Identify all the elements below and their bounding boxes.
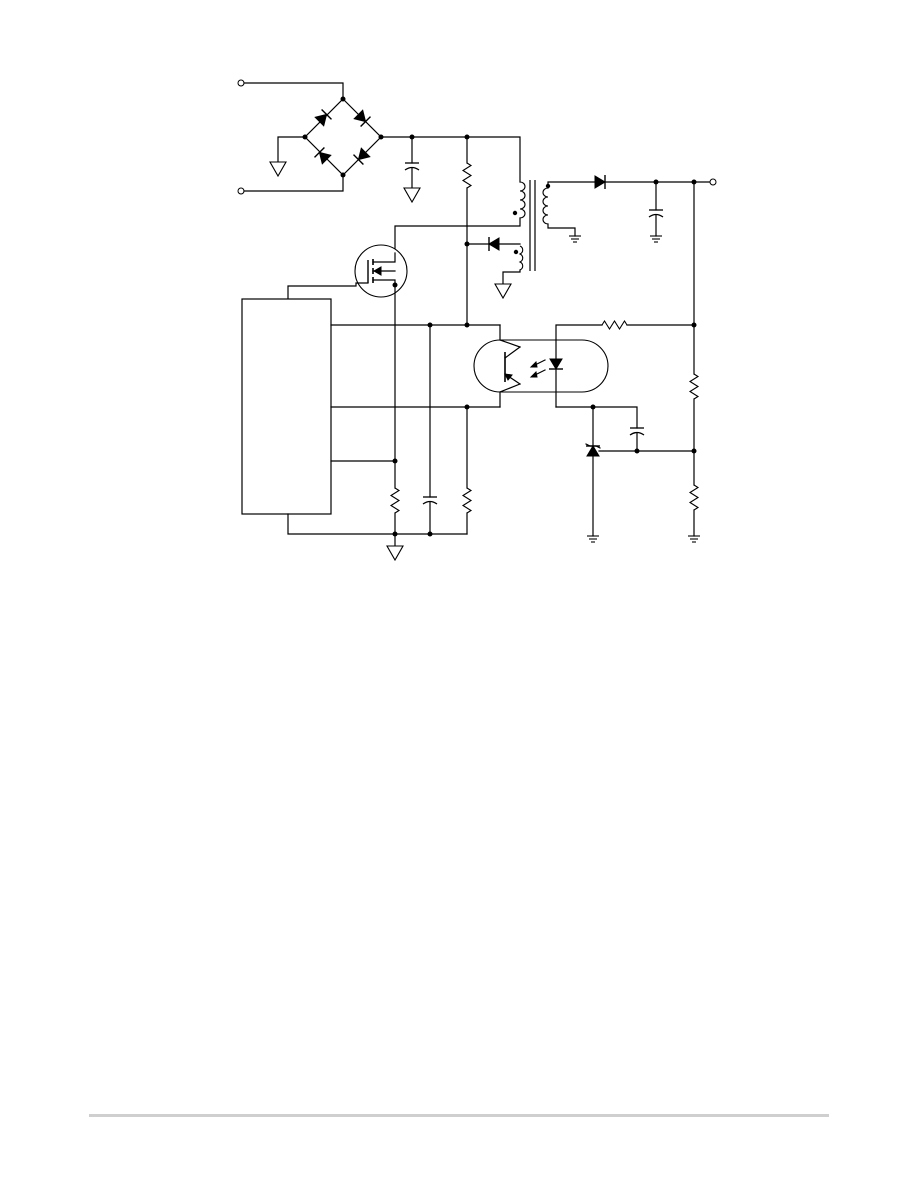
ac-input-terminal-bottom	[237, 187, 245, 195]
voltage-divider-bottom-resistor	[689, 484, 699, 511]
shunt-regulator-section	[555, 404, 695, 543]
voltage-divider-top-resistor	[689, 373, 699, 400]
ac-input-terminal-top	[237, 79, 245, 87]
led-series-resistor	[601, 320, 628, 330]
power-mosfet	[287, 244, 408, 535]
pwm-controller	[241, 298, 501, 561]
current-sense-resistor	[390, 487, 400, 514]
output-terminal	[709, 178, 717, 186]
optocoupler	[473, 324, 609, 408]
bridge-rectifier	[237, 79, 384, 195]
flyback-transformer	[394, 180, 596, 299]
footer-rule	[89, 1114, 829, 1117]
feedback-resistor	[462, 487, 472, 514]
output-rectifier-diode	[594, 174, 606, 190]
startup-resistor	[462, 162, 472, 189]
output-section	[555, 174, 717, 543]
dc-bus	[380, 134, 521, 326]
aux-winding-diode	[488, 236, 500, 252]
